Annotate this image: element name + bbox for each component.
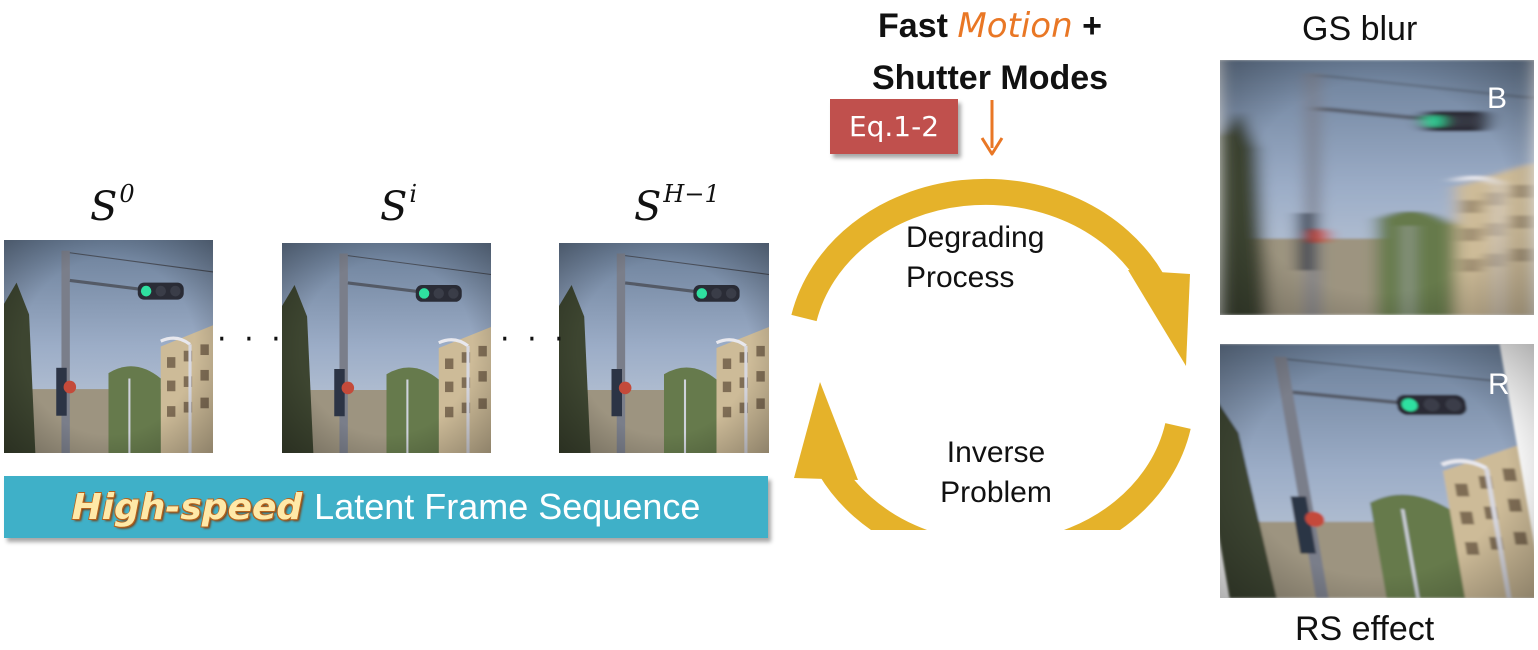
- cycle-arrows: [791, 100, 1191, 530]
- down-arrow-icon: [980, 100, 1004, 156]
- equation-badge: Eq.1-2: [830, 99, 958, 154]
- frame-label-middle: Si: [380, 180, 418, 230]
- gs-blur-image: [1220, 60, 1534, 315]
- banner-text: Latent Frame Sequence: [314, 486, 701, 527]
- frame-label-last: SH−1: [634, 180, 720, 230]
- gs-letter: B: [1487, 82, 1508, 115]
- banner-highlight: High-speed: [71, 486, 303, 528]
- latent-frame-first: [4, 240, 213, 453]
- ellipsis-left: · · ·: [217, 322, 285, 357]
- degrading-arrow-icon: [791, 178, 1164, 322]
- motion-shutter-title: Fast Motion + Shutter Modes: [830, 0, 1150, 104]
- rs-effect-image: [1220, 344, 1534, 598]
- title-motion: Motion: [957, 6, 1073, 46]
- sequence-banner: High-speed Latent Frame Sequence: [4, 476, 768, 538]
- title-shutter-modes: Shutter Modes: [871, 59, 1109, 97]
- inverse-arrow-icon: [818, 423, 1191, 530]
- title-plus: +: [1082, 7, 1102, 45]
- ellipsis-right: · · ·: [500, 322, 568, 357]
- title-fast: Fast: [878, 7, 948, 45]
- degrading-process-label: Degrading Process: [906, 221, 1045, 294]
- latent-frame-last: [559, 243, 769, 453]
- frame-label-first: S0: [90, 180, 135, 230]
- rs-effect-title: RS effect: [1295, 610, 1435, 648]
- rs-letter: R: [1488, 368, 1510, 401]
- gs-blur-title: GS blur: [1302, 10, 1418, 48]
- inverse-problem-label: Inverse Problem: [940, 436, 1052, 509]
- latent-frame-middle: [282, 243, 491, 453]
